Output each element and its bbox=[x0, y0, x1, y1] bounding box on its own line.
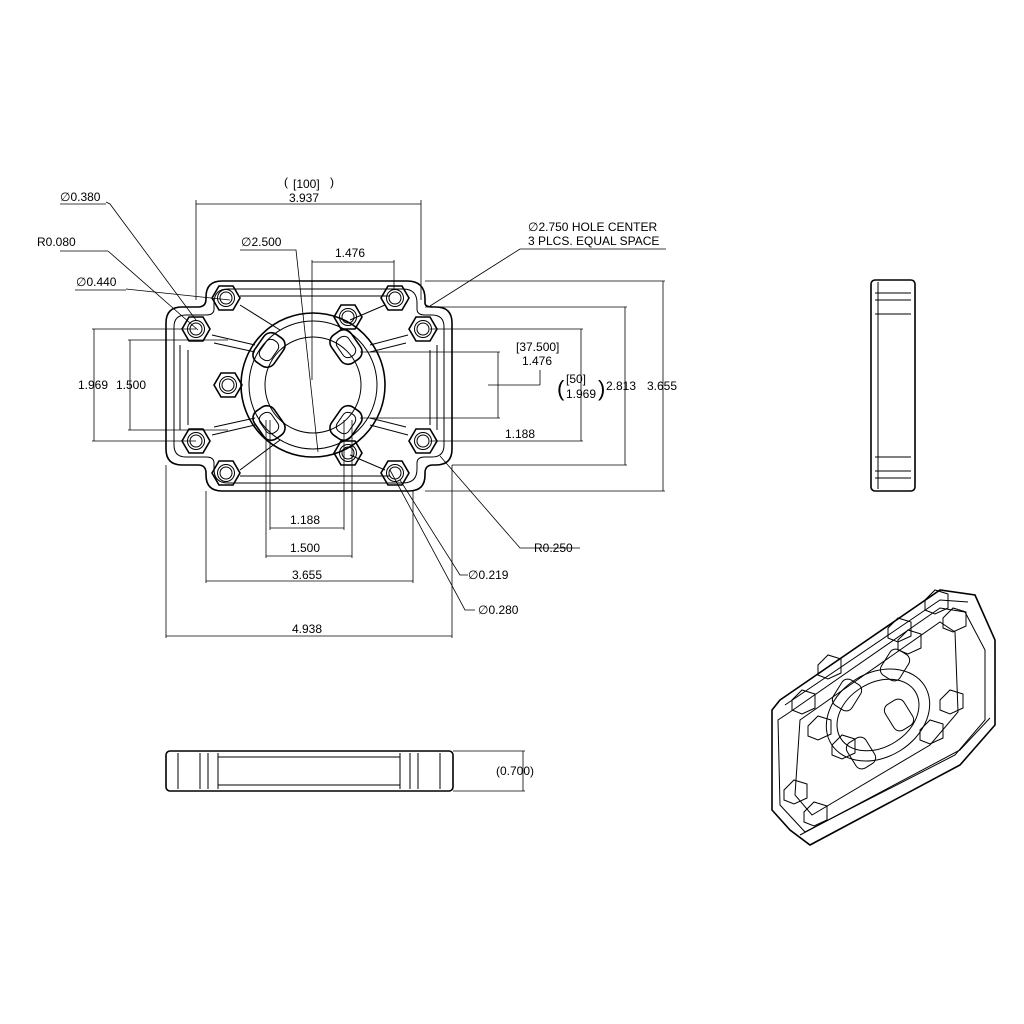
dimension-labels: [100] ( ) 3.937 ∅0.380 R0.080 ∅0.440 ∅2.… bbox=[37, 175, 677, 636]
r-0250-label: R0.250 bbox=[534, 541, 573, 555]
ref-37500: [37.500] bbox=[516, 340, 559, 354]
dim-1500-bottom: 1.500 bbox=[290, 541, 320, 555]
dim-3655-bottom: 3.655 bbox=[292, 568, 322, 582]
dia-0440-label: ∅0.440 bbox=[76, 275, 117, 289]
dimensions bbox=[60, 200, 666, 638]
dim-top: 3.937 bbox=[289, 191, 319, 205]
dim-2813: 2.813 bbox=[606, 379, 636, 393]
dia-0219-label: ∅0.219 bbox=[468, 568, 509, 582]
r-0080-label: R0.080 bbox=[37, 235, 76, 249]
dim-1969-right: 1.969 bbox=[566, 387, 596, 401]
dim-3655-right: 3.655 bbox=[647, 379, 677, 393]
hole-center-line1: ∅2.750 HOLE CENTER bbox=[528, 220, 657, 234]
dim-top-ref: [100] bbox=[293, 177, 320, 191]
paren-right: ) bbox=[330, 175, 334, 189]
thickness-label: (0.700) bbox=[496, 764, 534, 778]
dim-1188-right: 1.188 bbox=[505, 427, 535, 441]
dim-1500-left: 1.500 bbox=[116, 378, 146, 392]
dim-1476-right: 1.476 bbox=[522, 354, 552, 368]
dia-0280-label: ∅0.280 bbox=[478, 603, 519, 617]
side-view bbox=[870, 279, 916, 492]
hole-center-line2: 3 PLCS. EQUAL SPACE bbox=[528, 234, 659, 248]
dim-1476-top: 1.476 bbox=[335, 246, 365, 260]
paren-right-2: ) bbox=[598, 376, 605, 401]
paren-left-2: ( bbox=[557, 376, 565, 401]
dim-1188-bottom: 1.188 bbox=[290, 513, 320, 527]
ref-50: [50] bbox=[566, 372, 586, 386]
front-view bbox=[165, 280, 453, 492]
paren-left: ( bbox=[284, 175, 288, 189]
dia-0380-label: ∅0.380 bbox=[60, 190, 101, 204]
bottom-view: (0.700) bbox=[165, 750, 534, 792]
isometric-view bbox=[771, 589, 996, 846]
dia-2500-label: ∅2.500 bbox=[241, 235, 282, 249]
dim-4938: 4.938 bbox=[292, 622, 322, 636]
dim-1969-left: 1.969 bbox=[78, 378, 108, 392]
